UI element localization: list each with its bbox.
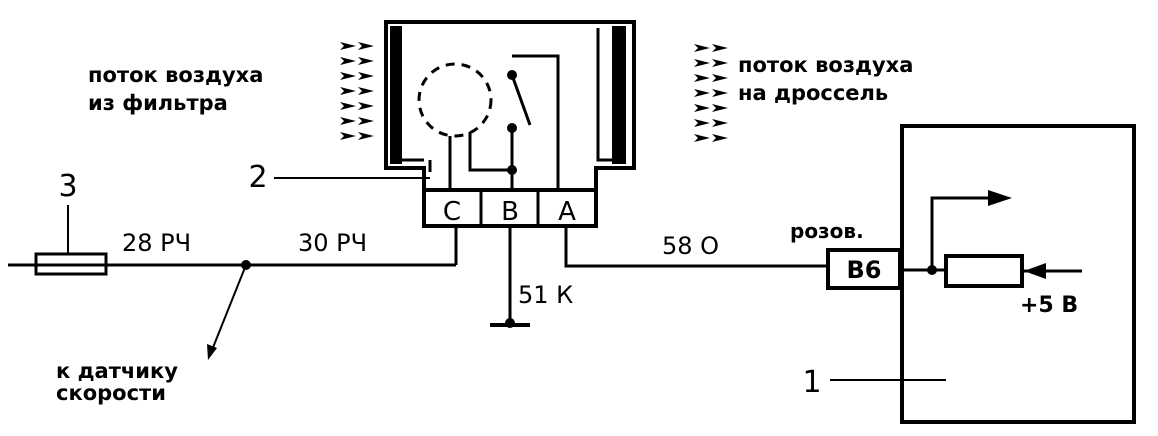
airflow-chevron-left	[358, 132, 374, 140]
speed-sensor-label-1: к датчику	[56, 359, 178, 383]
airflow-chevron-right	[712, 74, 728, 82]
speed-sensor-label-2: скорости	[56, 381, 166, 405]
connector-block	[422, 188, 598, 228]
airflow-sensor	[384, 20, 636, 228]
airflow-chevron-right	[694, 89, 710, 97]
speed-sensor-arrow	[207, 344, 217, 360]
pullup-resistor	[944, 254, 1024, 288]
sensor-left-wall	[390, 26, 402, 164]
supply-arrow	[1024, 263, 1046, 279]
airflow-chevron-left	[358, 87, 374, 95]
airflow-chevron-right	[694, 104, 710, 112]
wire-58-label: 58 О	[662, 232, 719, 260]
supply-voltage-label: +5 В	[1020, 293, 1078, 318]
callout-2: 2	[248, 160, 267, 195]
terminal-b6: B6	[847, 256, 882, 284]
pink-wire-label: розов.	[790, 219, 864, 243]
airflow-chevron-left	[340, 42, 356, 50]
airflow-chevron-left	[358, 117, 374, 125]
airflow-chevron-left	[340, 132, 356, 140]
airflow-chevron-left	[358, 102, 374, 110]
airflow-chevron-left	[340, 117, 356, 125]
airflow-chevron-left	[340, 87, 356, 95]
airflow-out-label-2: на дроссель	[738, 81, 888, 105]
airflow-chevron-right	[694, 59, 710, 67]
airflow-chevron-right	[694, 134, 710, 142]
airflow-chevron-right	[712, 134, 728, 142]
airflow-chevron-left	[340, 102, 356, 110]
ecu-unit	[826, 124, 1136, 424]
output-arrow	[988, 190, 1012, 206]
airflow-chevron-left	[358, 72, 374, 80]
airflow-chevron-left	[340, 57, 356, 65]
airflow-out-label-1: поток воздуха	[738, 53, 913, 77]
airflow-chevron-right	[694, 44, 710, 52]
wire-28-label: 28 РЧ	[122, 229, 191, 257]
switch-blade	[510, 74, 532, 126]
airflow-chevron-right	[694, 119, 710, 127]
airflow-chevron-left	[358, 57, 374, 65]
airflow-chevron-right	[712, 119, 728, 127]
airflow-chevron-right	[712, 44, 728, 52]
airflow-chevron-left	[340, 72, 356, 80]
wire-58	[564, 226, 830, 268]
callout-3: 3	[58, 169, 77, 204]
sensor-right-wall	[612, 26, 626, 164]
airflow-in-label-1: поток воздуха	[88, 63, 263, 87]
airflow-arrows-right	[694, 44, 728, 142]
airflow-arrows-left	[340, 42, 374, 140]
airflow-chevron-right	[712, 59, 728, 67]
airflow-chevron-right	[694, 74, 710, 82]
pin-c: C	[443, 197, 461, 227]
airflow-chevron-right	[712, 104, 728, 112]
airflow-chevron-right	[712, 89, 728, 97]
airflow-in-label-2: из фильтра	[88, 91, 228, 115]
pin-a: A	[558, 197, 576, 227]
callout-1: 1	[802, 365, 821, 400]
wire-30-label: 30 РЧ	[298, 229, 367, 257]
vane-circle	[417, 62, 493, 138]
airflow-chevron-left	[358, 42, 374, 50]
wire-51-label: 51 К	[518, 281, 573, 309]
pin-b: B	[501, 197, 519, 227]
